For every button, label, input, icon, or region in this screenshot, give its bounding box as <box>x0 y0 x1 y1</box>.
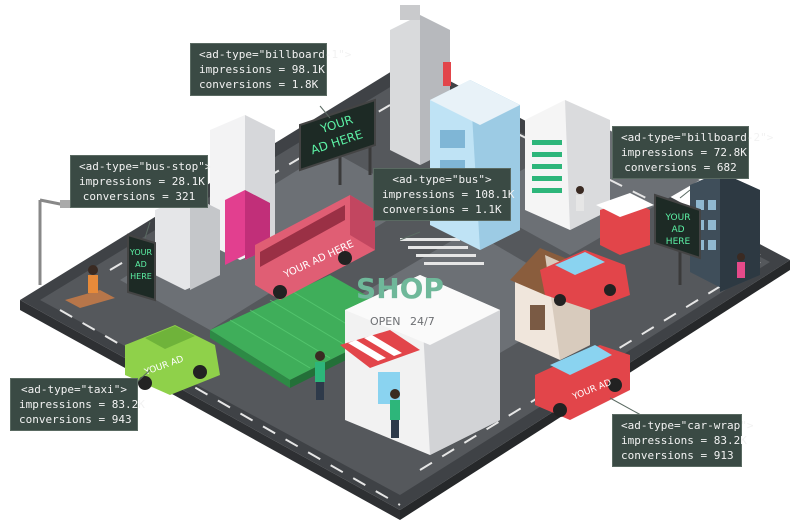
billboard-2: YOUR AD HERE <box>654 193 701 285</box>
callout-car-wrap: <ad-type="car-wrap"> impressions = 83.2K… <box>612 414 754 467</box>
callout-car-wrap-type: <ad-type="car-wrap"> <box>621 419 754 432</box>
shop-sign: SHOP <box>356 272 444 305</box>
callout-taxi-conversions: conversions = 943 <box>19 413 132 426</box>
callout-billboard-1-type: <ad-type="billboard-1"> <box>199 48 352 61</box>
shop-open-sign: OPEN <box>370 315 400 328</box>
red-car-parked <box>540 250 630 310</box>
callout-taxi-type: <ad-type="taxi"> <box>21 383 127 396</box>
billboard-2-sign-line-3: HERE <box>666 237 691 247</box>
food-cart <box>596 193 654 255</box>
callout-car-wrap-conversions: conversions = 913 <box>621 449 734 462</box>
callout-bus-impressions: impressions = 108.1K <box>382 188 515 201</box>
callout-billboard-2-conversions: conversions = 682 <box>624 161 737 174</box>
grey-building-left <box>155 195 220 290</box>
callout-bus-stop-type: <ad-type="bus-stop"> <box>79 160 212 173</box>
billboard-1: YOUR AD HERE <box>299 98 376 185</box>
pink-building <box>210 115 275 265</box>
callout-bus-stop-conversions: conversions = 321 <box>82 190 196 203</box>
callout-billboard-1-impressions: impressions = 98.1K <box>199 63 325 76</box>
taxi: YOUR AD <box>125 325 220 395</box>
bus-stop-sign-line-3: HERE <box>130 272 152 281</box>
callout-taxi: <ad-type="taxi"> impressions = 83.2K con… <box>10 378 145 431</box>
car-wrap-car: YOUR AD <box>535 345 630 420</box>
callout-taxi-impressions: impressions = 83.2K <box>19 398 145 411</box>
crosswalk <box>400 238 484 265</box>
bus-stop-sign-line-2: AD <box>135 260 147 269</box>
bus: YOUR AD HERE <box>255 195 375 300</box>
callout-billboard-1-conversions: conversions = 1.8K <box>199 78 319 91</box>
callout-billboard-1: <ad-type="billboard-1"> impressions = 98… <box>190 43 352 96</box>
shop-hours-sign: 24/7 <box>410 315 435 328</box>
callout-car-wrap-impressions: impressions = 83.2K <box>621 434 747 447</box>
green-striped-building <box>525 100 610 230</box>
billboard-2-sign-line-1: YOUR <box>665 213 691 223</box>
callout-bus-type: <ad-type="bus"> <box>392 173 492 186</box>
glass-building <box>430 80 520 250</box>
pedestrians <box>315 186 745 438</box>
callout-billboard-2-type: <ad-type="billboard-2"> <box>621 131 774 144</box>
callout-bus-stop: <ad-type="bus-stop"> impressions = 28.1K… <box>70 155 212 208</box>
billboard-2-sign-line-2: AD <box>671 225 684 235</box>
callout-bus-stop-impressions: impressions = 28.1K <box>79 175 205 188</box>
callout-bus: <ad-type="bus"> impressions = 108.1K con… <box>373 168 515 221</box>
bus-stop: YOUR AD HERE <box>38 198 156 308</box>
callout-billboard-2: <ad-type="billboard-2"> impressions = 72… <box>612 126 774 179</box>
bus-stop-sign-line-1: YOUR <box>129 248 153 257</box>
shop: SHOP OPEN 24/7 <box>340 272 500 455</box>
callout-billboard-2-impressions: impressions = 72.8K <box>621 146 747 159</box>
callout-bus-conversions: conversions = 1.1K <box>382 203 502 216</box>
